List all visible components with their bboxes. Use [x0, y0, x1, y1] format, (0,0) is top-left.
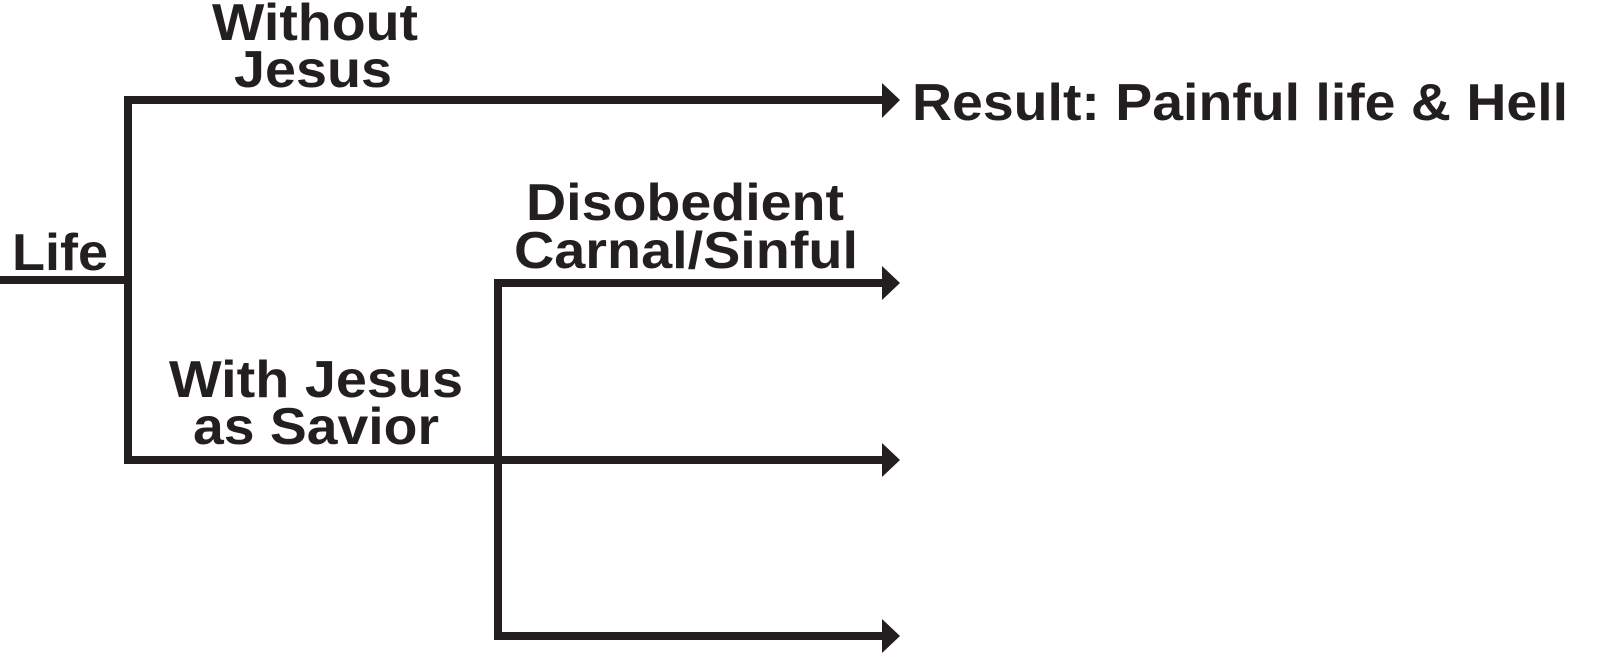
- disobedient-label-line1: Disobedient: [526, 174, 844, 232]
- without-label-line1: Without: [212, 0, 418, 52]
- arrow-head-icon: [882, 266, 900, 300]
- result-label: Result: Painful life & Hell: [912, 74, 1568, 132]
- arrow-head-icon: [882, 619, 900, 653]
- arrow-head-icon: [882, 83, 900, 118]
- arrow-head-icon: [882, 443, 900, 477]
- disobedient-label-line2: Carnal/Sinful: [514, 222, 858, 280]
- with-jesus-label-line1: With Jesus: [169, 351, 463, 409]
- with-jesus-label-line2: as Savior: [193, 398, 439, 456]
- life-label: Life: [12, 224, 108, 282]
- without-label-line2: Jesus: [234, 41, 392, 99]
